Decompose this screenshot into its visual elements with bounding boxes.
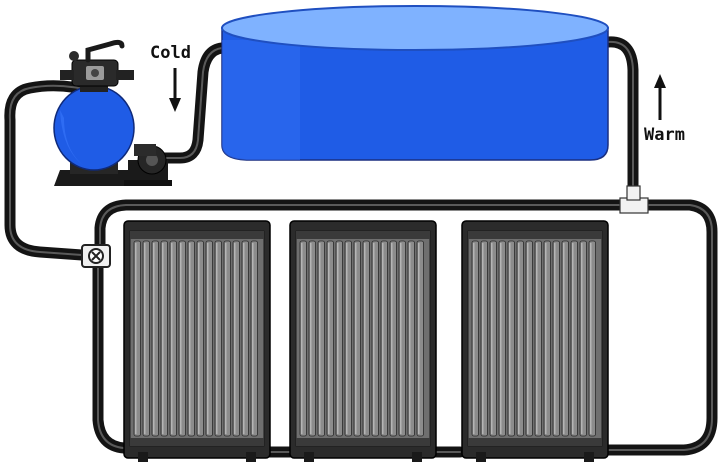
pump-icon <box>124 144 172 186</box>
solar-panel-icon <box>123 220 271 462</box>
hose-network <box>4 36 718 458</box>
label-cold: Cold <box>150 43 191 63</box>
warm-flow-indicator: Warm <box>644 74 685 145</box>
cold-flow-indicator: Cold <box>150 43 191 112</box>
solar-panel-icon <box>289 220 437 462</box>
valve-icon <box>81 244 111 268</box>
hose-warm-return <box>602 36 639 211</box>
hose-pump-to-pool <box>144 42 228 164</box>
sand-filter-icon <box>53 39 135 186</box>
solar-panel-icon <box>461 220 609 462</box>
filter-tank <box>53 85 135 171</box>
label-warm: Warm <box>644 125 685 145</box>
pool-icon <box>221 5 609 161</box>
valve-handle <box>85 39 125 63</box>
solar-panel-group <box>123 220 609 462</box>
pool-water-surface <box>221 5 609 51</box>
tee-connector-icon <box>619 185 649 214</box>
